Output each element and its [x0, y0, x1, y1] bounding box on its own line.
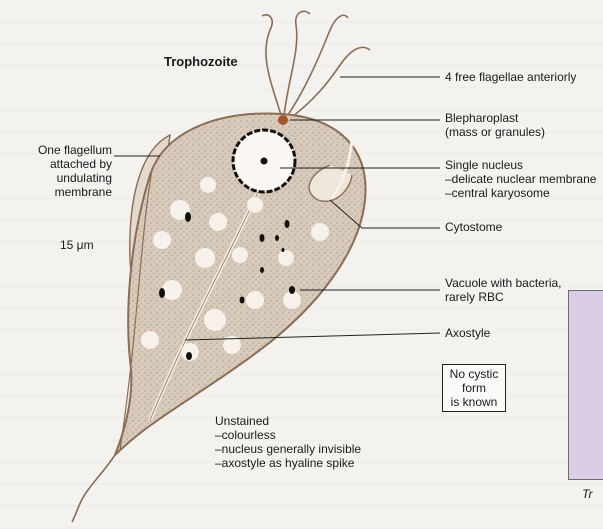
caption-fragment: Tr [582, 487, 592, 501]
size-label: 15 μm [60, 238, 94, 252]
label-free-flagellae: 4 free flagellae anteriorly [445, 70, 576, 84]
karyosome [261, 158, 268, 165]
label-blepharoplast: Blepharoplast (mass or granules) [445, 111, 595, 139]
adjacent-panel [568, 290, 603, 480]
label-nucleus: Single nucleus –delicate nuclear membran… [445, 158, 603, 200]
unstained-note: Unstained –colourless –nucleus generally… [215, 414, 385, 470]
free-flagellae [262, 11, 370, 120]
label-axostyle: Axostyle [445, 326, 490, 340]
trailing-flagellum [72, 455, 115, 522]
blepharoplast [278, 115, 288, 125]
label-vacuole: Vacuole with bacteria, rarely RBC [445, 276, 595, 304]
flagellum-4 [288, 47, 370, 120]
flagellum-1 [262, 15, 282, 118]
no-cyst-box: No cystic form is known [442, 364, 506, 412]
figure-title: Trophozoite [164, 54, 238, 69]
label-cytostome: Cytostome [445, 220, 502, 234]
label-undulating-flagellum: One flagellum attached by undulating mem… [17, 143, 112, 199]
